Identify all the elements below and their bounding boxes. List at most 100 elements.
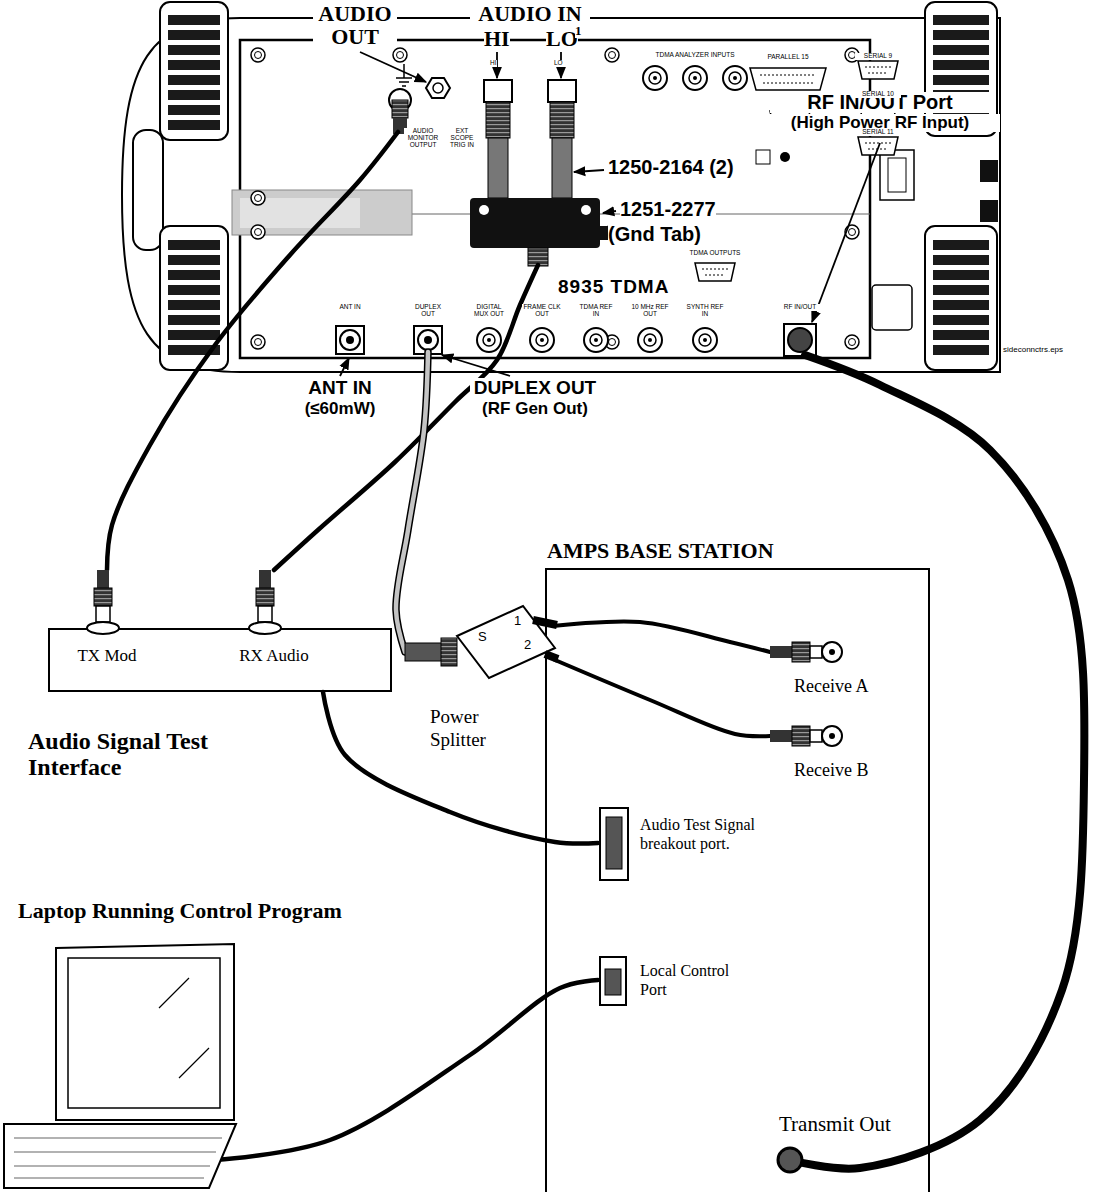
drawing-part bbox=[925, 226, 997, 370]
drawing-part bbox=[600, 957, 626, 1005]
drawing-part bbox=[933, 236, 989, 360]
drawing-part bbox=[683, 66, 707, 90]
transmit-port: Transmit Out bbox=[765, 1112, 905, 1182]
drawing-part bbox=[545, 654, 558, 659]
drawing-part bbox=[441, 638, 457, 666]
receive-port: Receive B bbox=[770, 716, 880, 788]
bnc-jack: RX Audio bbox=[220, 570, 328, 680]
panel-label: SYNTH REF IN bbox=[685, 304, 725, 318]
callout-label: HI bbox=[484, 27, 510, 50]
drawing-part bbox=[477, 328, 501, 352]
drawing-part bbox=[457, 606, 555, 678]
power-splitter: Power Splitter bbox=[405, 598, 560, 698]
cable bbox=[323, 692, 598, 843]
callout-label: ANT IN bbox=[290, 378, 390, 398]
drawing-part bbox=[168, 12, 220, 130]
drawing-part bbox=[858, 61, 898, 79]
drawing-part bbox=[488, 138, 508, 198]
drawing-part bbox=[14, 1138, 222, 1178]
drawing-part bbox=[606, 817, 622, 869]
bnc-jack: TX Mod bbox=[58, 570, 156, 680]
panel-label: PARALLEL 15 bbox=[750, 54, 826, 61]
drawing-part bbox=[94, 588, 112, 606]
breakout-port: Audio Test Signal breakout port. bbox=[598, 805, 808, 883]
drawing-part bbox=[4, 1124, 236, 1188]
drawing-part bbox=[792, 642, 810, 662]
drawing-part bbox=[600, 226, 608, 240]
drawing-part bbox=[251, 191, 265, 205]
panel-label: FRAME CLK OUT bbox=[522, 304, 562, 318]
drawing-part bbox=[810, 646, 822, 658]
cable bbox=[396, 352, 428, 652]
footnote-mark: 1 bbox=[575, 24, 582, 38]
panel-label: DIGITAL MUX OUT bbox=[469, 304, 509, 318]
panel-label: SERIAL 10 bbox=[855, 91, 901, 98]
node-label: Transmit Out bbox=[779, 1112, 891, 1137]
panel-label: ANT IN bbox=[330, 304, 370, 311]
node-label: Laptop Running Control Program bbox=[18, 898, 342, 924]
drawing-part bbox=[845, 335, 859, 349]
callout-note: (≤60mW) bbox=[290, 400, 390, 418]
drawing-part bbox=[550, 102, 574, 138]
drawing-part bbox=[788, 328, 812, 352]
drawing-part bbox=[259, 570, 271, 588]
drawing-part bbox=[530, 328, 554, 352]
drawing-part bbox=[479, 205, 489, 215]
drawing-part bbox=[68, 958, 220, 1108]
callout-label: LO bbox=[546, 27, 578, 50]
cable bbox=[790, 355, 1084, 1169]
callout-label: DUPLEX OUT bbox=[470, 378, 600, 398]
panel-label: SERIAL 11 bbox=[855, 129, 901, 136]
callout-label: AUDIO IN bbox=[470, 2, 590, 25]
drawing-part bbox=[770, 646, 792, 658]
drawing-part bbox=[980, 200, 998, 222]
drawing-part bbox=[159, 978, 209, 1078]
cable bbox=[553, 621, 770, 652]
drawing-part bbox=[980, 160, 998, 182]
drawing-part bbox=[484, 80, 512, 102]
drawing-part bbox=[87, 622, 119, 634]
laptop: Laptop Running Control Program bbox=[4, 898, 524, 1190]
drawing-part bbox=[56, 944, 234, 1120]
drawing-part bbox=[784, 324, 816, 356]
drawing-part bbox=[600, 808, 628, 880]
panel-label: TDMA REF IN bbox=[576, 304, 616, 318]
drawing-part bbox=[251, 225, 265, 239]
drawing-part bbox=[97, 570, 109, 588]
node-label: AMPS BASE STATION bbox=[547, 538, 774, 564]
drawing-part bbox=[240, 40, 870, 358]
drawing-part bbox=[829, 649, 835, 655]
drawing-part bbox=[96, 606, 110, 622]
drawing-part bbox=[160, 226, 228, 370]
panel-label: RF IN/OUT bbox=[780, 304, 820, 311]
cable bbox=[555, 660, 770, 736]
drawing-part bbox=[433, 83, 443, 93]
drawing-part bbox=[168, 236, 220, 360]
panel-label: EXT SCOPE TRIG IN bbox=[444, 128, 480, 148]
drawing-part bbox=[822, 642, 842, 662]
drawing-part bbox=[643, 66, 667, 90]
drawing-part bbox=[822, 726, 842, 746]
drawing-part bbox=[872, 285, 912, 330]
drawing-part bbox=[756, 150, 770, 164]
drawing-part bbox=[695, 263, 735, 281]
drawing-part bbox=[792, 726, 810, 746]
drawing-part bbox=[340, 358, 349, 376]
drawing-part bbox=[581, 205, 591, 215]
part-note: (Gnd Tab) bbox=[608, 224, 701, 245]
panel-label: AUDIO MONITOR OUTPUT bbox=[404, 128, 442, 148]
drawing-part bbox=[470, 198, 600, 248]
drawing-part bbox=[251, 48, 265, 62]
drawing-part bbox=[160, 2, 228, 140]
panel-label: HI bbox=[490, 60, 497, 67]
drawing-part bbox=[780, 152, 790, 162]
drawing-part bbox=[603, 211, 616, 213]
base-station-box: Receive AReceive BAudio Test Signal brea… bbox=[545, 568, 930, 1192]
drawing-part bbox=[812, 143, 880, 322]
drawing-part bbox=[405, 643, 443, 661]
port-mark: 2 bbox=[524, 638, 531, 652]
drawing-part bbox=[256, 588, 274, 606]
drawing-part bbox=[770, 730, 792, 742]
panel-label: LO bbox=[554, 60, 563, 67]
part-number: 1251-2277 bbox=[620, 199, 716, 220]
